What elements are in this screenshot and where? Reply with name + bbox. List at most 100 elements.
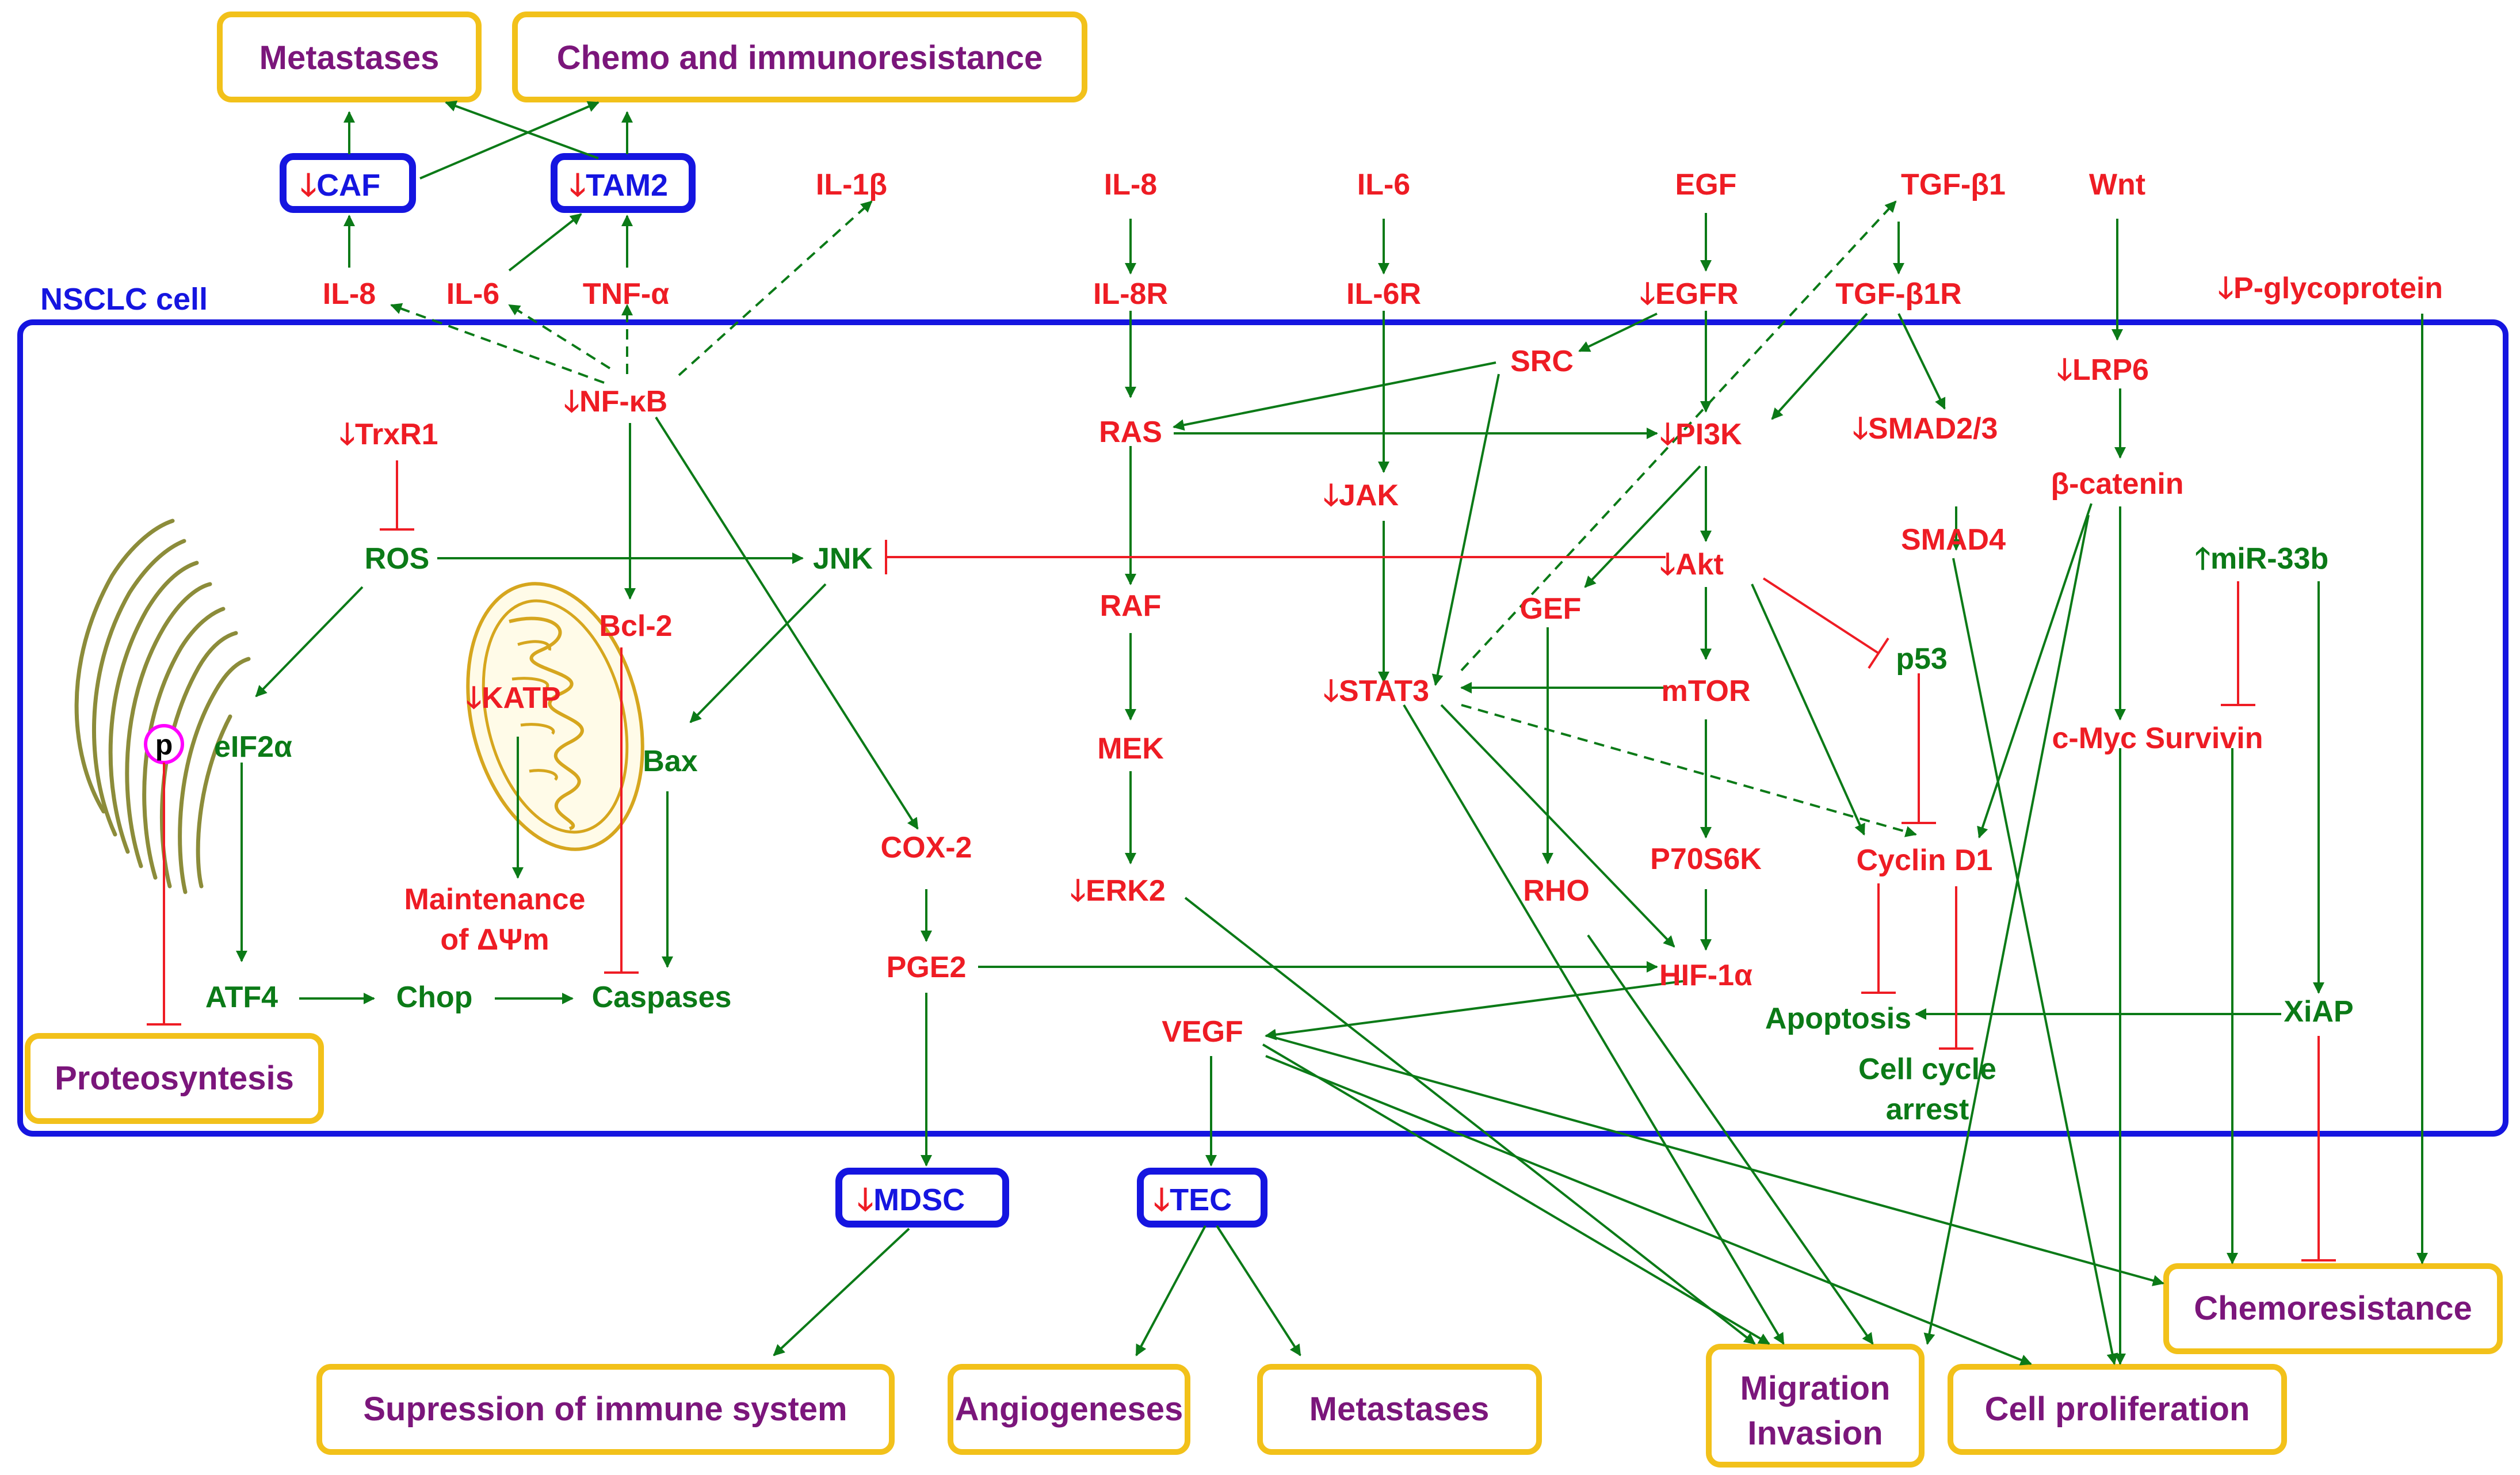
nfkb-down-arrow: 🡓 — [564, 385, 579, 418]
gef-label: GEF — [1520, 592, 1582, 626]
erk2-label: 🡓ERK2 — [1070, 874, 1166, 908]
il8r-label: IL-8R — [1093, 277, 1168, 311]
vegf-label: VEGF — [1162, 1015, 1243, 1049]
katp-label: 🡓KATP — [466, 681, 561, 715]
ras-label: RAS — [1099, 416, 1162, 449]
nsclc-cell-boundary — [17, 319, 2508, 1137]
pi3k-down-arrow: 🡓 — [1660, 418, 1675, 451]
nsclc-cell-label: NSCLC cell — [40, 282, 208, 317]
migration-invasion-box — [1706, 1344, 1925, 1468]
p70s6k-label: P70S6K — [1650, 843, 1762, 876]
activation-arrows — [236, 100, 2428, 1366]
tam2-label: 🡓TAM2 — [570, 168, 668, 203]
mdsc-box — [835, 1168, 1009, 1228]
lrp6-label: 🡓LRP6 — [2057, 353, 2149, 387]
nfkb-label: 🡓NF-κB — [564, 385, 667, 418]
supression-box — [316, 1364, 895, 1455]
akt-label: 🡓Akt — [1660, 548, 1724, 581]
inhibition-lines — [147, 460, 2336, 1261]
proteosyntesis-box — [25, 1033, 324, 1124]
tam2-down-arrow: 🡓 — [570, 168, 586, 203]
supression-label: Supression of immune system — [363, 1390, 847, 1428]
wnt-label: Wnt — [2089, 168, 2145, 201]
mtor-label: mTOR — [1661, 674, 1750, 708]
cmyc-label: c-Myc — [2052, 722, 2136, 755]
trxr1-down-arrow: 🡓 — [339, 418, 355, 451]
chop-label: Chop — [396, 981, 473, 1014]
chemoresistance-box — [2163, 1263, 2503, 1354]
smad23-down-arrow: 🡓 — [1853, 412, 1868, 445]
caf-box — [280, 153, 416, 213]
metastases-bottom-box — [1257, 1364, 1542, 1455]
cox2-label: COX-2 — [881, 831, 972, 864]
stat3-label: 🡓STAT3 — [1323, 674, 1429, 708]
smad4-label: SMAD4 — [1901, 523, 2006, 557]
bcl2-label: Bcl-2 — [599, 609, 672, 643]
rho-label: RHO — [1523, 874, 1590, 908]
il6-label: IL-6 — [1357, 168, 1410, 201]
cell-cycle-label: Cell cycle — [1858, 1053, 1996, 1086]
delta-psi-label: of ΔΨm — [440, 923, 549, 956]
lrp6-down-arrow: 🡓 — [2057, 353, 2072, 387]
invasion-label: Invasion — [1747, 1415, 1883, 1452]
green-node-labels: ROS eIF2α ATF4 Chop Caspases Bax JNK p53… — [205, 542, 2354, 1126]
egfr-label: 🡓EGFR — [1640, 277, 1739, 311]
downregulated-node-labels: 🡓EGFR 🡓P-glycoprotein 🡓NF-κB 🡓TrxR1 🡓KAT… — [339, 272, 2443, 908]
atf4-label: ATF4 — [205, 981, 278, 1014]
indirect-activation-arrows — [390, 200, 1917, 837]
eif2a-label: eIF2α — [214, 730, 292, 764]
mdsc-down-arrow: 🡓 — [857, 1183, 873, 1217]
xiap-label: XiAP — [2284, 995, 2353, 1028]
p53-label: p53 — [1896, 642, 1948, 676]
jak-label: 🡓JAK — [1323, 479, 1399, 512]
tgfb1r-label: TGF-β1R — [1835, 277, 1962, 311]
il8-label: IL-8 — [1104, 168, 1157, 201]
caf-label: 🡓CAF — [300, 168, 380, 203]
red-node-labels: IL-8 IL-6 TNF-α IL-1β IL-8 IL-8R IL-6 IL… — [323, 168, 2263, 1049]
proteosyntesis-label: Proteosyntesis — [55, 1059, 294, 1097]
mir33b-label: 🡑miR-33b — [2195, 542, 2328, 575]
pi3k-label: 🡓PI3K — [1660, 418, 1742, 451]
chemo-immunoresistance-box — [512, 12, 1087, 102]
chemo-immunoresistance-label: Chemo and immunoresistance — [557, 39, 1043, 77]
pgp-label: 🡓P-glycoprotein — [2218, 272, 2443, 305]
tec-down-arrow: 🡓 — [1154, 1183, 1170, 1217]
immune-cell-labels: 🡓CAF 🡓TAM2 🡓MDSC 🡓TEC — [300, 168, 1232, 1217]
caspases-label: Caspases — [592, 981, 732, 1014]
mek-label: MEK — [1097, 732, 1164, 765]
il8-secreted-label: IL-8 — [323, 277, 376, 311]
jnk-label: JNK — [813, 542, 873, 575]
bax-label: Bax — [643, 745, 697, 778]
tec-label: 🡓TEC — [1154, 1183, 1232, 1217]
trxr1-label: 🡓TrxR1 — [339, 418, 438, 451]
hif1a-label: HIF-1α — [1659, 959, 1752, 992]
outcome-labels: Metastases Chemo and immunoresistance Pr… — [55, 39, 2472, 1452]
maintenance-label: Maintenance — [404, 883, 586, 916]
cell-proliferation-box — [1948, 1364, 2287, 1455]
jak-down-arrow: 🡓 — [1323, 479, 1339, 512]
cell-proliferation-label: Cell proliferation — [1985, 1390, 2250, 1428]
metastases-bottom-label: Metastases — [1309, 1390, 1490, 1428]
angiogeneses-label: Angiogeneses — [955, 1390, 1183, 1428]
src-label: SRC — [1510, 345, 1574, 378]
mir33b-up-arrow: 🡑 — [2195, 542, 2210, 575]
smad23-label: 🡓SMAD2/3 — [1853, 412, 1998, 445]
tgfb1-label: TGF-β1 — [1901, 168, 2006, 201]
endoplasmic-reticulum-illustration — [74, 519, 251, 894]
il6r-label: IL-6R — [1346, 277, 1421, 311]
raf-label: RAF — [1100, 589, 1162, 623]
survivin-label: Survivin — [2145, 722, 2263, 755]
angiogeneses-box — [948, 1364, 1190, 1455]
il6-secreted-label: IL-6 — [446, 277, 499, 311]
caf-down-arrow: 🡓 — [300, 168, 316, 203]
metastases-top-label: Metastases — [259, 39, 440, 77]
cyclind1-label: Cyclin D1 — [1857, 844, 1993, 877]
immune-cell-boxes — [280, 153, 1267, 1228]
outcome-boxes — [25, 12, 2503, 1468]
apoptosis-label: Apoptosis — [1765, 1002, 1911, 1035]
katp-down-arrow: 🡓 — [466, 681, 482, 715]
mdsc-label: 🡓MDSC — [857, 1183, 965, 1217]
chemoresistance-label: Chemoresistance — [2194, 1290, 2472, 1327]
pgp-down-arrow: 🡓 — [2218, 272, 2233, 305]
